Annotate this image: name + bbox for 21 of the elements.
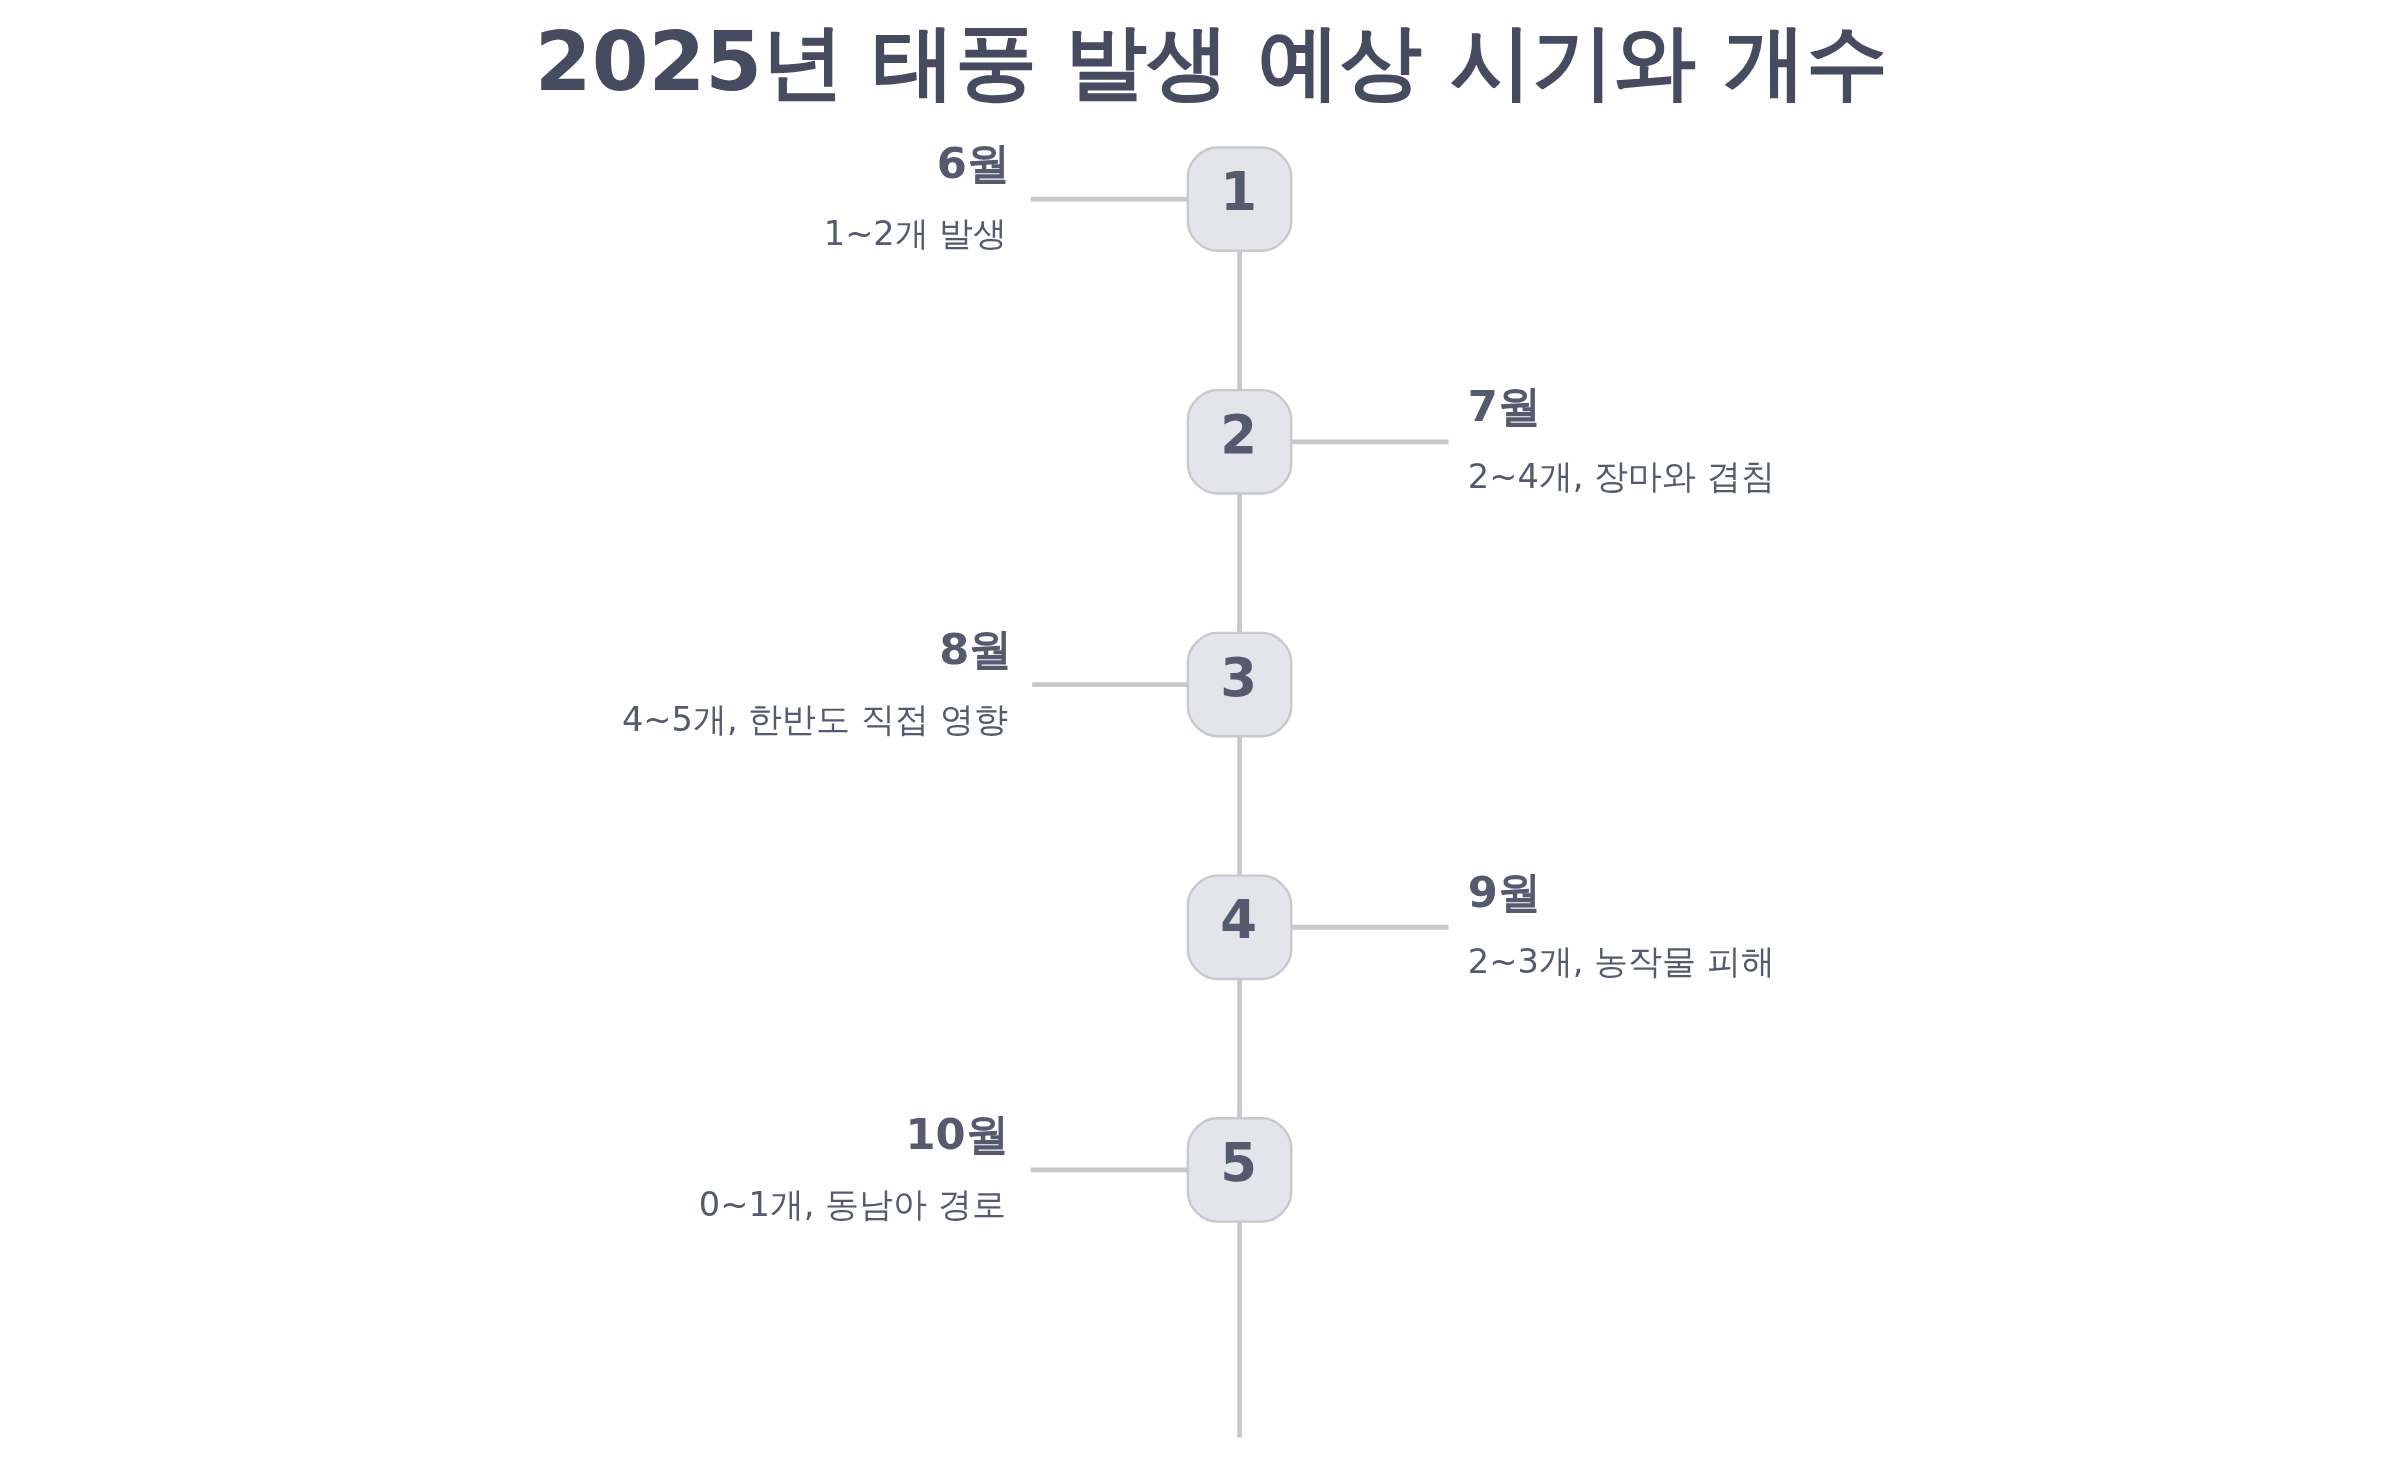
node-box: 3	[1186, 631, 1292, 738]
node-text: 6월 1~2개 발생	[823, 138, 1010, 254]
connector	[1236, 978, 1242, 1118]
node-box: 4	[1186, 874, 1292, 981]
node-text: 9월 2~3개, 농작물 피해	[1467, 866, 1775, 982]
diagram-title: 2025년 태풍 발생 예상 시기와 개수	[534, 14, 1888, 110]
connector	[1030, 196, 1187, 202]
connector	[1236, 736, 1242, 875]
connector	[1290, 924, 1449, 930]
connector	[1236, 250, 1242, 390]
connector	[1031, 682, 1188, 687]
node-box: 1	[1186, 146, 1292, 252]
node-text: 7월 2~4개, 장마와 겹침	[1467, 381, 1775, 496]
connector	[1236, 493, 1242, 633]
node-text: 8월 4~5개, 한반도 직접 영향	[621, 623, 1012, 739]
node-box: 5	[1186, 1117, 1292, 1223]
connector	[1236, 1221, 1242, 1438]
node-box: 2	[1186, 388, 1292, 495]
connector	[1030, 1167, 1187, 1173]
connector	[1290, 439, 1449, 445]
node-text: 10월 0~1개, 동남아 경로	[698, 1109, 1009, 1225]
